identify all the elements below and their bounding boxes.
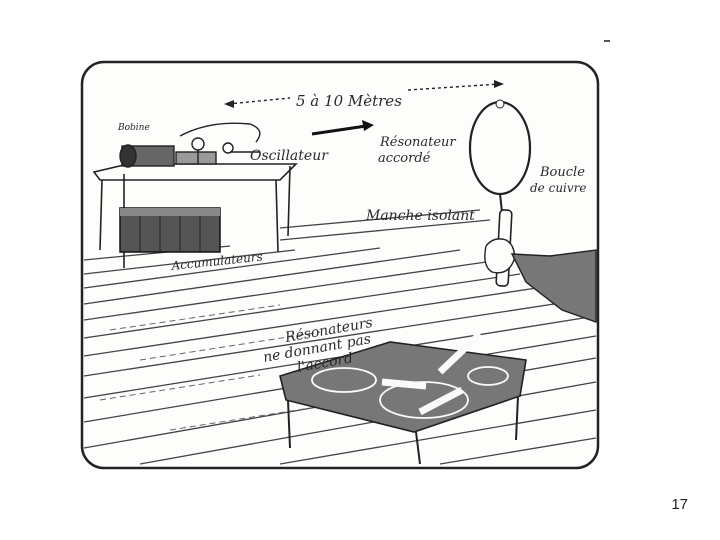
front-table [279, 331, 527, 465]
boucle-label-2: de cuivre [530, 181, 587, 195]
oscillateur-label: Oscillateur [250, 148, 329, 164]
direction-arrow [311, 120, 374, 136]
oscillator-device [119, 122, 261, 168]
floor-dashes [99, 304, 321, 431]
resonateur-accorde-label: Résonateur [379, 135, 456, 150]
resonateur-accorde-label-2: accordé [378, 151, 431, 166]
manche-label: Manche isolant [365, 208, 475, 224]
distance-arrow [224, 80, 504, 108]
boucle-label: Boucle [539, 165, 585, 180]
bobine-label: Bobine [117, 123, 150, 133]
illustration-svg: 5 à 10 Mètres Bobine Oscillateur Résonat… [80, 60, 600, 470]
tuned-resonator [468, 99, 597, 323]
page-number: 17 [671, 496, 688, 513]
resonator-illustration: 5 à 10 Mètres Bobine Oscillateur Résonat… [80, 60, 600, 470]
corner-mark [604, 40, 610, 42]
distance-label: 5 à 10 Mètres [296, 92, 402, 110]
accumulator-box [119, 207, 221, 253]
